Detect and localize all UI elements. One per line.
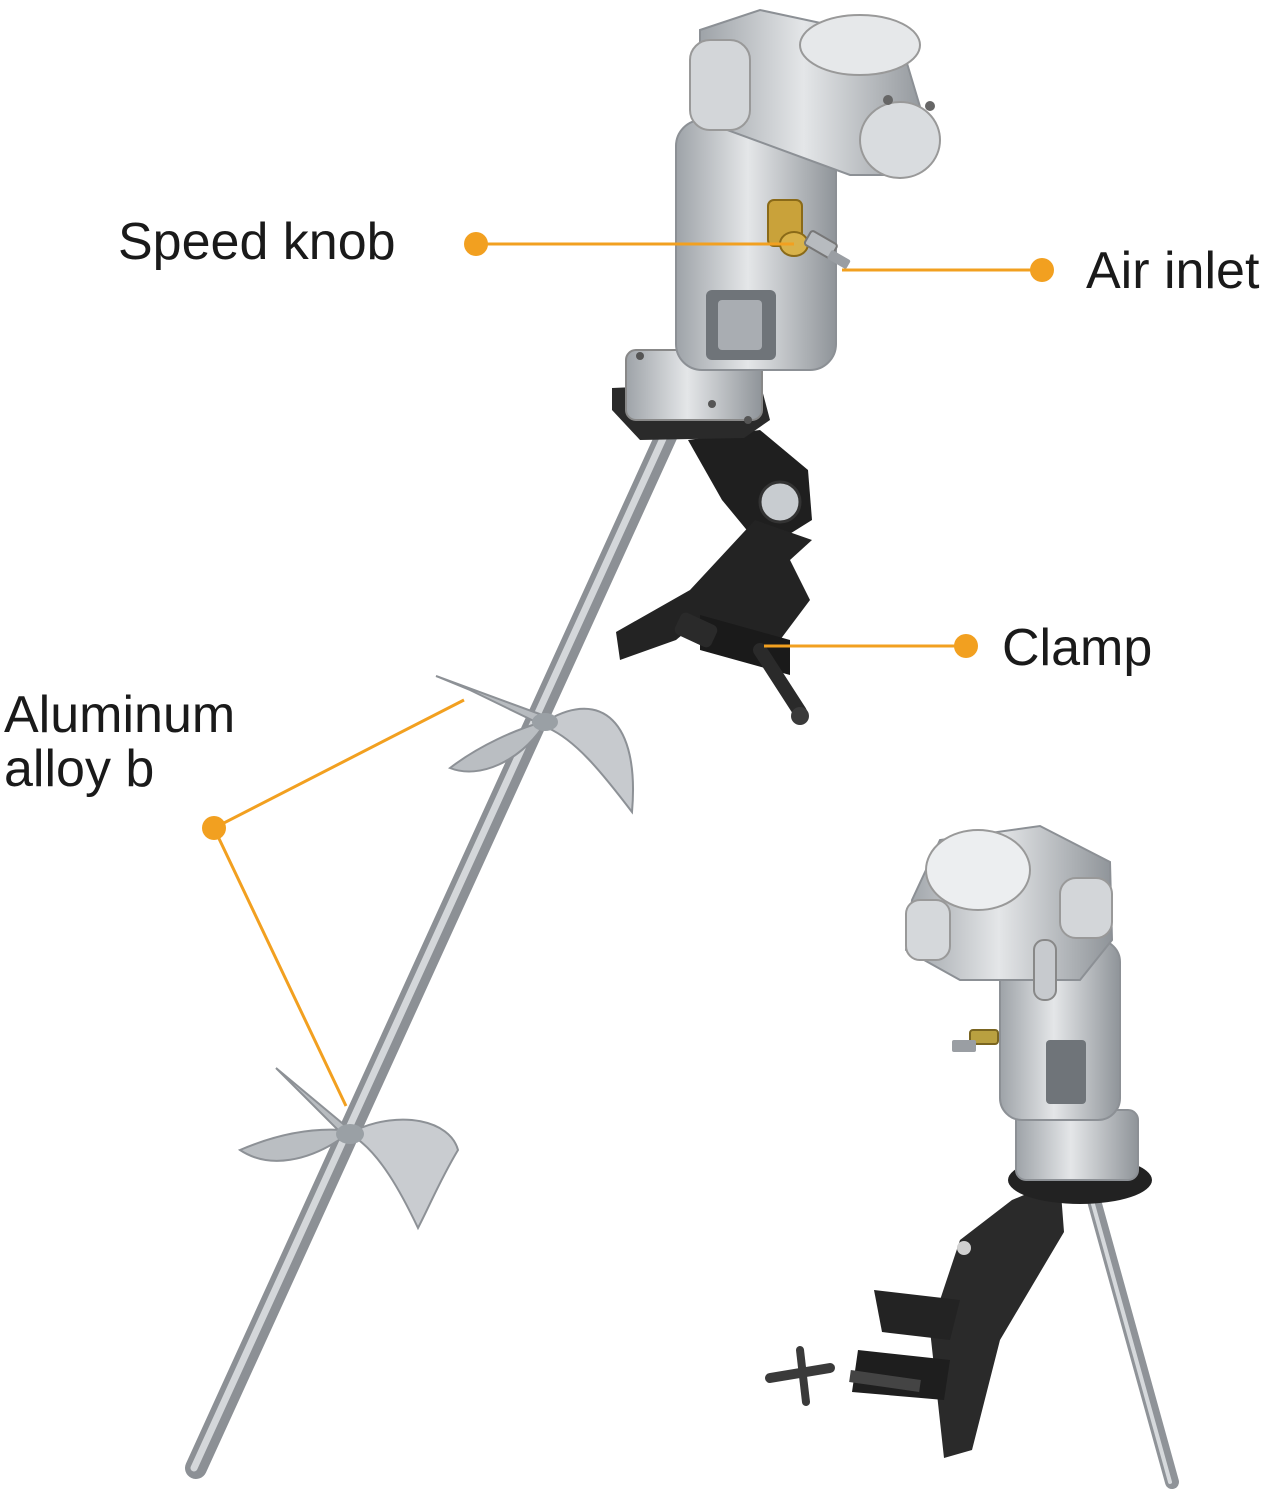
speed-knob-dot bbox=[464, 232, 488, 256]
aluminum-dot bbox=[202, 816, 226, 840]
lower-propeller bbox=[237, 1067, 460, 1231]
clamp-bracket bbox=[616, 430, 812, 725]
aluminum-label-line-1: Aluminum bbox=[4, 686, 236, 744]
air-inlet-dot bbox=[1030, 258, 1054, 282]
aluminum-label-line-2: alloy b bbox=[4, 740, 155, 798]
main-mixer bbox=[185, 8, 941, 1479]
callout-dots bbox=[202, 232, 1054, 840]
inset-mixer bbox=[765, 824, 1179, 1489]
clamp-dot bbox=[954, 634, 978, 658]
speed-knob-label: Speed knob bbox=[118, 213, 396, 271]
air-inlet-label: Air inlet bbox=[1086, 242, 1260, 300]
clamp-label: Clamp bbox=[1002, 619, 1153, 677]
air-inlet-fitting bbox=[803, 230, 851, 269]
air-motor bbox=[612, 8, 941, 440]
upper-propeller bbox=[435, 675, 634, 815]
aluminum-alloy-label: Aluminum alloy b bbox=[4, 688, 235, 796]
